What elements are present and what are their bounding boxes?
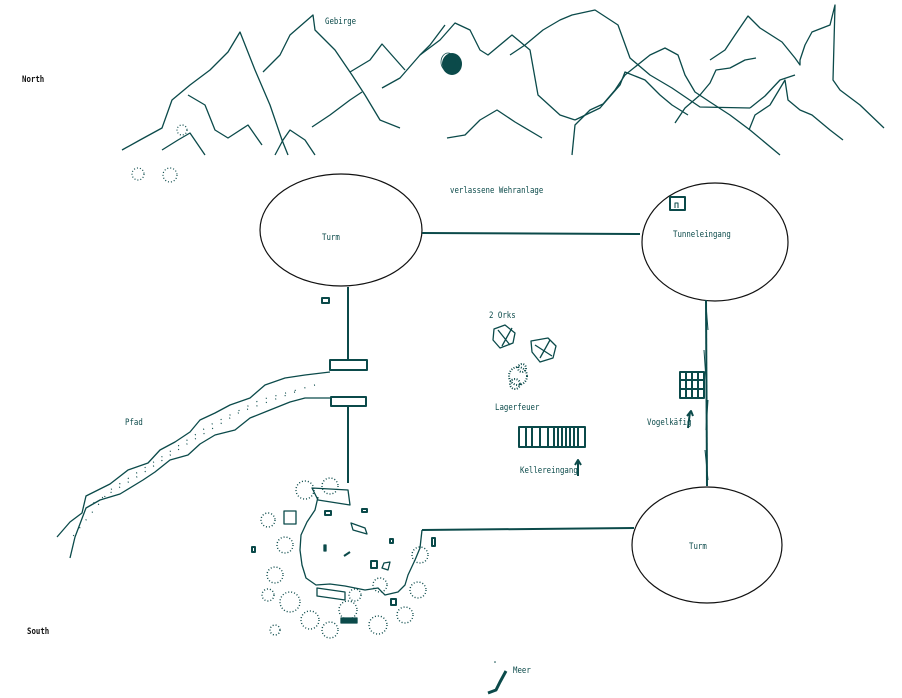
compass-south-label: South: [27, 627, 50, 637]
fortress-walls: [347, 232, 708, 531]
cellar-entrance-icon: [518, 426, 586, 448]
mountains-icon: [121, 4, 885, 156]
orcs-icon: [492, 324, 557, 363]
campfire-label: Lagerfeuer: [495, 403, 540, 413]
birdcage-icon: [679, 371, 705, 399]
birdcage-arrow-icon: [686, 410, 694, 429]
tower-nw: [259, 173, 423, 287]
birdcage-label: Vogelkäfig: [647, 418, 692, 428]
mountains-label: Gebirge: [325, 17, 357, 27]
orcs-label: 2 Orks: [489, 311, 516, 321]
tower-nw-label: Turm: [322, 233, 340, 243]
cave-icon: [442, 53, 462, 75]
gate-north-post: [329, 359, 368, 371]
gate-south-post: [330, 396, 367, 407]
tunnel-entrance-label: Tunneleingang: [673, 230, 731, 240]
cellar-entrance-label: Kellereingang: [520, 466, 578, 476]
cellar-arrow-icon: [574, 459, 582, 476]
compass-north-label: North: [22, 75, 45, 85]
tower-se-label: Turm: [689, 542, 707, 552]
sea-arrow-icon: [487, 670, 508, 695]
tower-ne: [641, 182, 789, 302]
ruins-icon: [251, 477, 436, 639]
tower-se: [631, 486, 783, 604]
tunnel-entrance-icon: [669, 196, 686, 211]
campfire-icon: [508, 363, 528, 390]
path-icon: [56, 371, 331, 559]
shrubs-icon: [131, 124, 188, 183]
sea-label: Meer: [513, 666, 531, 676]
path-label: Pfad: [125, 418, 143, 428]
fortress-title-label: verlassene Wehranlage: [450, 186, 544, 196]
